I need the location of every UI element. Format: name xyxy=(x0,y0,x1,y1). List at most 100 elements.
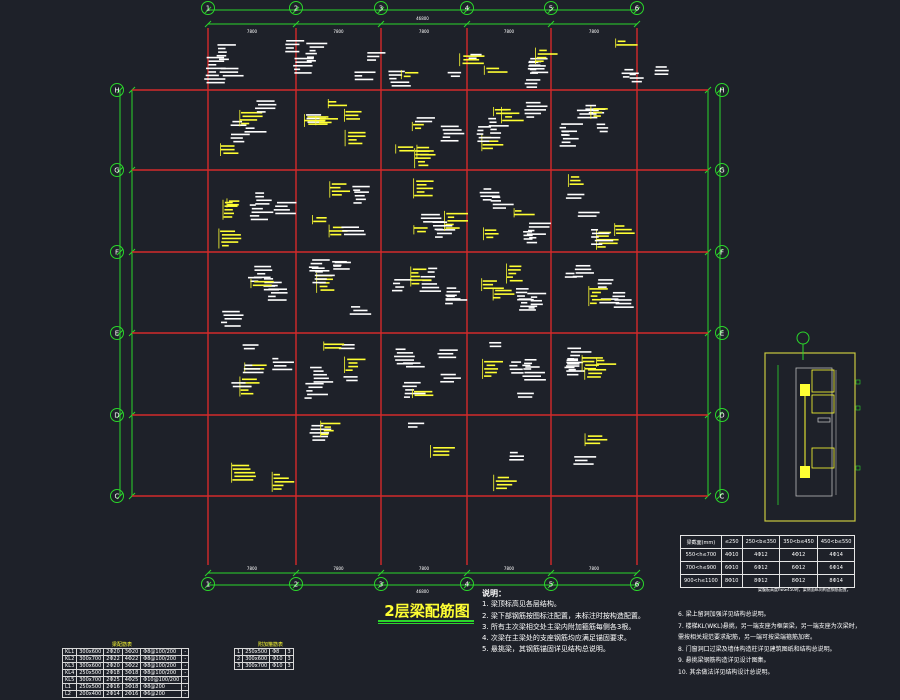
annotation-text-stroke xyxy=(616,44,638,46)
annotation-text-stroke xyxy=(250,218,268,221)
beam-annotation xyxy=(311,267,335,284)
beam-annotation xyxy=(308,259,330,272)
table-cell: Φ10@100/200 xyxy=(140,676,183,684)
axis-bubble-top xyxy=(460,1,474,15)
annotation-text-stroke xyxy=(256,111,266,113)
annotation-text-stroke xyxy=(567,363,580,365)
beam-annotation xyxy=(402,381,426,398)
beam-annotation xyxy=(403,362,425,368)
annotation-text-stroke xyxy=(208,71,217,73)
annotation-text-stroke xyxy=(621,72,639,75)
annotation-text-stroke xyxy=(416,180,434,182)
annotation-text-stroke xyxy=(596,363,617,365)
annotation-text-stroke xyxy=(516,288,529,290)
annotation-text-stroke xyxy=(573,463,594,465)
table-header: 350<b≤450 xyxy=(779,535,818,549)
annotation-text-stroke xyxy=(331,183,347,185)
annotation-text-stroke xyxy=(388,74,403,76)
beam-annotation xyxy=(419,275,442,292)
table-cell: 3Φ20 xyxy=(121,648,142,656)
annotation-text-stroke xyxy=(346,118,361,120)
annotation-text-stroke xyxy=(230,133,250,136)
annotation-text-stroke xyxy=(599,301,620,304)
annotation-text-stroke xyxy=(502,108,511,111)
annotation-text-stroke xyxy=(253,276,271,279)
annotation-text-stroke xyxy=(232,464,250,467)
annotation-text-stroke xyxy=(223,152,239,155)
annotation-text-stroke xyxy=(256,100,275,102)
table-cell: 300x700 xyxy=(242,662,271,670)
table-cell: Φ8@100/200 xyxy=(140,655,183,663)
axis-bubble-right-label: E xyxy=(720,330,724,338)
beam-annotation xyxy=(255,192,272,205)
annotation-text-stroke xyxy=(313,370,324,372)
annotation-text-stroke xyxy=(487,71,508,73)
annotation-text-stroke xyxy=(494,293,515,295)
annotation-text-stroke xyxy=(395,359,415,361)
annotation-text-stroke xyxy=(488,125,509,127)
beam-annotation xyxy=(420,213,445,223)
annotation-text-stroke xyxy=(254,269,273,271)
annotation-text-stroke xyxy=(285,43,300,46)
annotation-text-stroke xyxy=(273,477,289,480)
annotation-text-stroke xyxy=(524,362,533,365)
detail-room xyxy=(811,369,835,393)
dimension-label: 7800 xyxy=(247,566,258,571)
dimension-tick xyxy=(204,581,212,589)
annotation-text-stroke xyxy=(511,361,522,363)
annotation-text-stroke xyxy=(230,124,247,127)
annotation-text-stroke xyxy=(530,303,543,306)
beam-annotation xyxy=(267,284,288,301)
annotation-text-stroke xyxy=(564,366,575,369)
annotation-text-stroke xyxy=(421,213,440,216)
annotation-text-stroke xyxy=(312,439,326,441)
beam-annotation xyxy=(239,109,263,127)
dimension-tick xyxy=(116,86,124,94)
annotation-text-stroke xyxy=(477,129,484,132)
annotation-text-stroke xyxy=(242,115,263,118)
annotation-text-stroke xyxy=(509,265,522,268)
table-cell: 300x600 xyxy=(76,648,105,656)
dimension-label: 7800 xyxy=(589,566,600,571)
beam-annotation xyxy=(410,266,432,287)
annotation-text-stroke xyxy=(389,77,397,80)
annotation-text-stroke xyxy=(568,368,576,371)
annotation-text-stroke xyxy=(343,233,366,236)
axis-bubble-left xyxy=(110,83,124,97)
annotation-text-stroke xyxy=(463,55,485,57)
annotation-text-stroke xyxy=(523,368,532,370)
beam-annotation xyxy=(535,47,558,65)
annotation-text-stroke xyxy=(411,272,419,274)
annotation-text-stroke xyxy=(332,226,344,229)
annotation-text-stroke xyxy=(524,378,546,381)
axis-bubble-top-label: 4 xyxy=(465,5,470,13)
annotation-text-stroke xyxy=(591,243,603,245)
beam-annotation xyxy=(576,109,599,119)
axis-bubble-bottom xyxy=(544,577,558,591)
annotation-text-stroke xyxy=(333,268,350,270)
annotation-text-stroke xyxy=(526,116,535,118)
annotation-text-stroke xyxy=(388,70,405,73)
axis-bubble-bottom xyxy=(201,577,215,591)
annotation-text-stroke xyxy=(446,212,468,215)
annotation-text-stroke xyxy=(566,370,585,372)
annotation-text-stroke xyxy=(313,373,327,376)
annotation-text-stroke xyxy=(330,233,342,236)
annotation-text-stroke xyxy=(233,140,245,143)
annotation-text-stroke xyxy=(599,130,608,133)
detail-room xyxy=(811,394,835,414)
annotation-text-stroke xyxy=(514,213,535,216)
annotation-text-stroke xyxy=(562,137,579,140)
annotation-text-stroke xyxy=(582,357,603,359)
annotation-text-stroke xyxy=(224,317,242,320)
beam-annotation xyxy=(204,74,226,84)
dimension-label: 7800 xyxy=(504,566,515,571)
table-cell: Φ8@200 xyxy=(140,683,183,691)
axis-bubble-top-label: 6 xyxy=(635,5,640,13)
annotation-text-stroke xyxy=(224,208,233,211)
annotation-text-stroke xyxy=(273,488,282,490)
dimension-tick xyxy=(377,581,385,589)
annotation-text-stroke xyxy=(566,373,579,376)
annotation-text-stroke xyxy=(420,275,436,278)
